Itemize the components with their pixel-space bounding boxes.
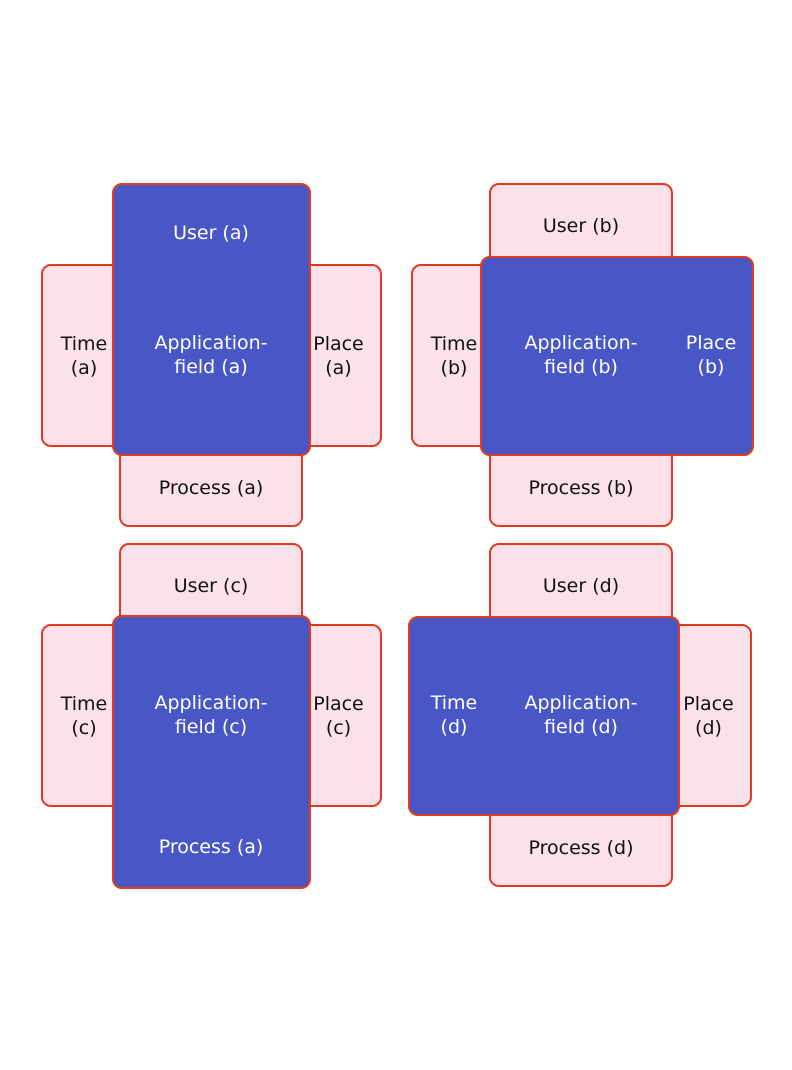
application-field-label-c: Application- field (c) bbox=[154, 692, 268, 738]
application-field-highlight-b bbox=[480, 256, 754, 456]
place-label-b: Place (b) bbox=[685, 332, 737, 378]
time-label-b: Time (b) bbox=[430, 332, 478, 379]
user-box-d: User (d) bbox=[489, 543, 673, 629]
quadrant-b: User (b) Time (b) Process (b) Applicatio… bbox=[408, 183, 754, 533]
user-label-a: User (a) bbox=[173, 222, 249, 244]
process-box-d: Process (d) bbox=[489, 808, 673, 887]
user-box-c: User (c) bbox=[119, 543, 303, 629]
user-label-d: User (d) bbox=[542, 575, 620, 597]
place-label-a: Place (a) bbox=[313, 332, 364, 379]
place-label-d: Place (d) bbox=[683, 692, 734, 739]
application-field-highlight-c bbox=[112, 615, 311, 889]
user-label-b: User (b) bbox=[542, 215, 620, 237]
process-label-c: Process (a) bbox=[158, 836, 264, 858]
time-label-a: Time (a) bbox=[60, 332, 108, 379]
quadrant-a: Time (a) Place (a) Process (a) User (a) … bbox=[38, 183, 384, 533]
application-field-label-b: Application- field (b) bbox=[524, 332, 638, 378]
quadrant-c: User (c) Time (c) Place (c) Application-… bbox=[38, 543, 384, 893]
time-label-d: Time (d) bbox=[430, 692, 478, 738]
place-label-c: Place (c) bbox=[313, 692, 364, 739]
process-box-a: Process (a) bbox=[119, 448, 303, 527]
process-label-a: Process (a) bbox=[158, 476, 264, 499]
process-label-d: Process (d) bbox=[528, 836, 634, 859]
time-label-c: Time (c) bbox=[60, 692, 108, 739]
application-field-highlight-d bbox=[408, 616, 680, 816]
quadrant-d: User (d) Place (d) Process (d) Time (d) … bbox=[408, 543, 754, 893]
application-field-highlight-a bbox=[112, 183, 311, 456]
process-label-b: Process (b) bbox=[528, 476, 634, 499]
application-field-label-a: Application- field (a) bbox=[154, 332, 268, 378]
application-field-label-d: Application- field (d) bbox=[524, 692, 638, 738]
user-box-b: User (b) bbox=[489, 183, 673, 269]
process-box-b: Process (b) bbox=[489, 448, 673, 527]
user-label-c: User (c) bbox=[173, 575, 249, 597]
